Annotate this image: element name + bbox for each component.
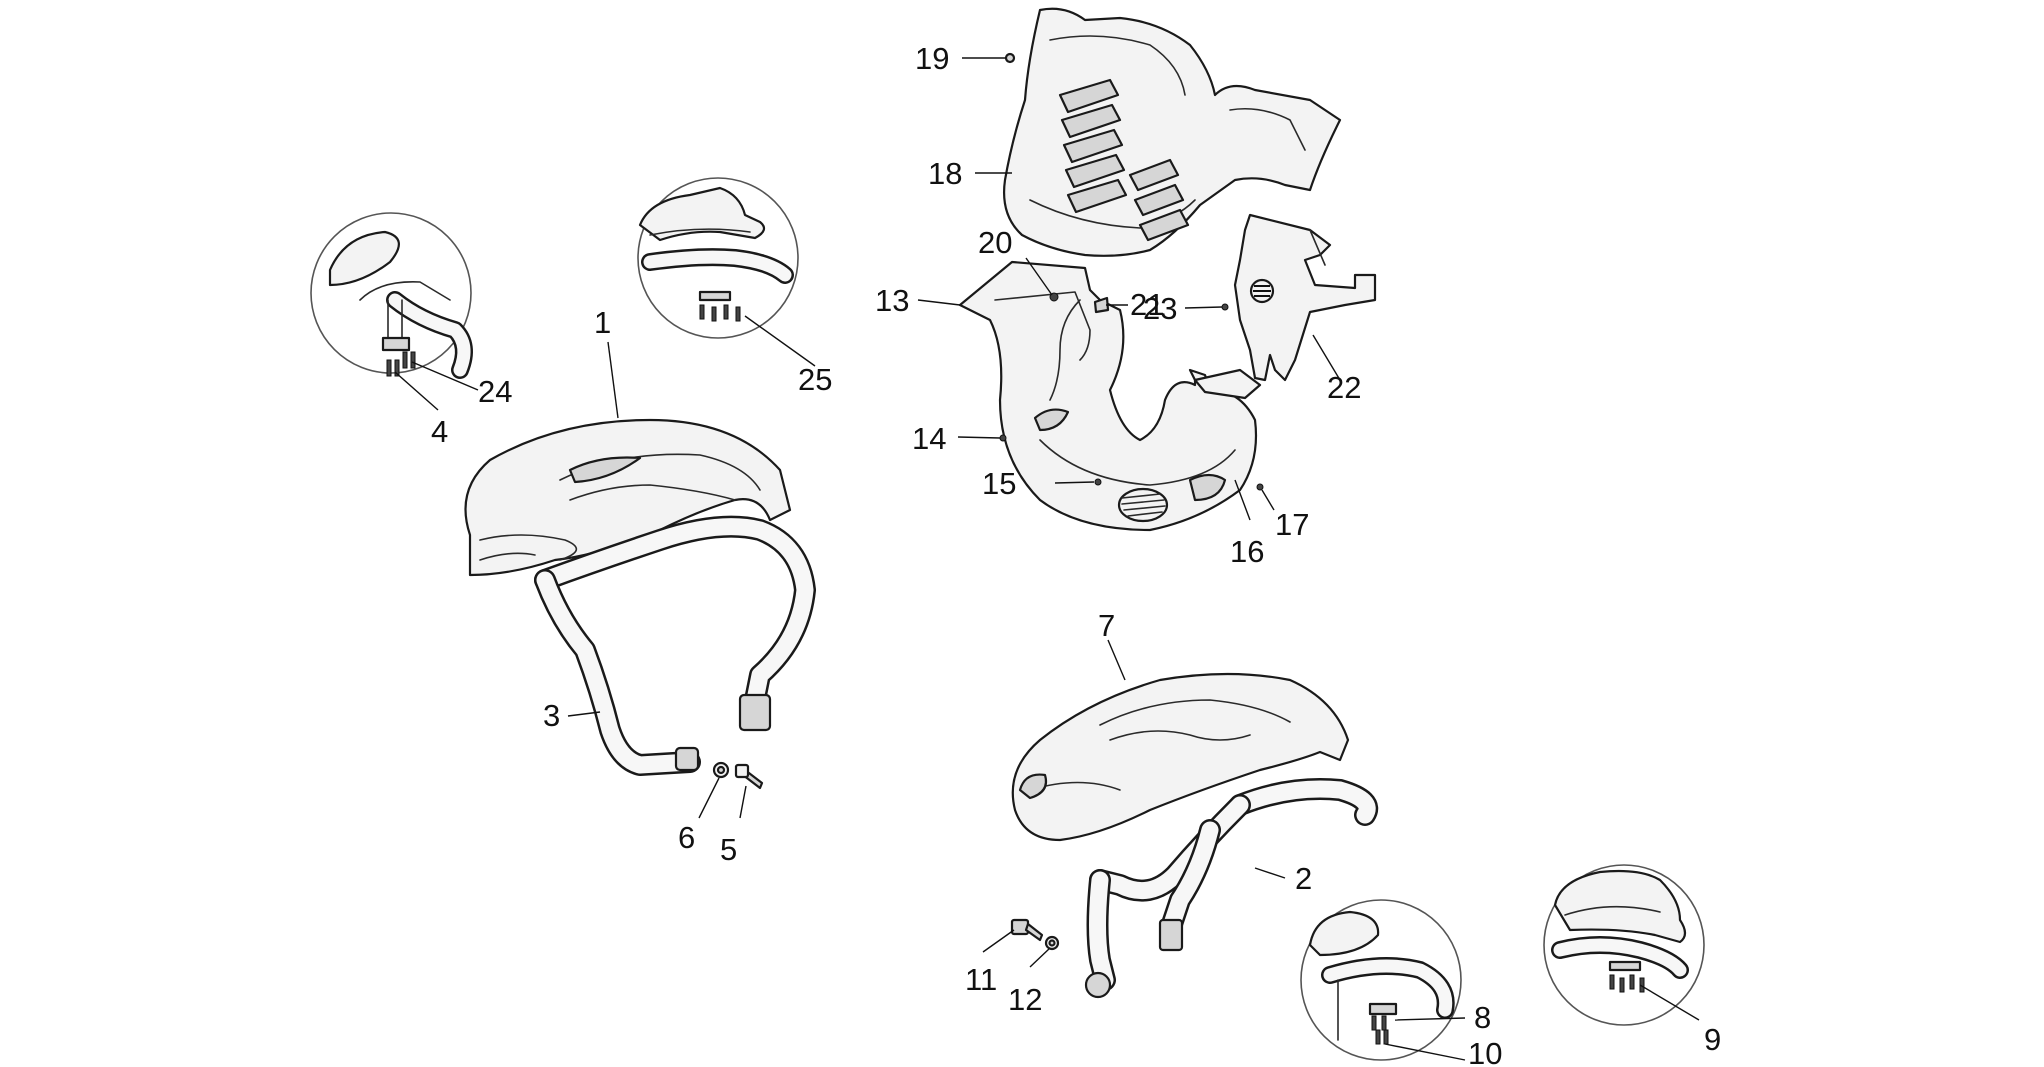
front-frame-tube — [534, 515, 816, 776]
callout-15: 15 — [982, 466, 1016, 501]
callout-5: 5 — [720, 832, 737, 867]
callout-21: 21 — [1130, 287, 1164, 322]
bracket-vent — [1249, 278, 1275, 304]
callout-23: 23 — [1143, 291, 1177, 326]
callout-2: 2 — [1295, 861, 1312, 896]
callout-19: 19 — [915, 41, 949, 76]
screw-23 — [1221, 303, 1229, 311]
bolt-11 — [1010, 918, 1044, 942]
detail-lens-front-mount — [310, 212, 473, 379]
detail-lens-rear-bracket-mount — [1543, 864, 1705, 1026]
detail-lens-rear-mount — [637, 177, 799, 339]
screw-set-25 — [699, 304, 741, 322]
detail-lens-rear-frame-mount — [1300, 899, 1462, 1061]
speaker-grille — [1117, 487, 1169, 523]
callout-3: 3 — [543, 698, 560, 733]
callout-4: 4 — [431, 414, 448, 449]
callout-20: 20 — [978, 225, 1012, 260]
washer-6 — [712, 761, 730, 779]
callout-24: 24 — [478, 374, 512, 409]
callout-1: 1 — [594, 305, 611, 340]
callout-25: 25 — [798, 362, 832, 397]
mounting-bracket — [1233, 213, 1377, 382]
callout-17: 17 — [1275, 507, 1309, 542]
screw-set-8-10 — [1371, 1015, 1389, 1045]
callout-7: 7 — [1098, 608, 1115, 643]
screw-15 — [1094, 478, 1102, 486]
callout-6: 6 — [678, 820, 695, 855]
front-mudguard — [464, 418, 792, 577]
callout-labels: 1 2 3 4 5 6 7 8 9 10 11 12 13 14 15 16 1… — [431, 41, 1721, 1067]
callout-13: 13 — [875, 283, 909, 318]
callout-8: 8 — [1474, 1000, 1491, 1035]
screw-14 — [999, 434, 1007, 442]
screw-17 — [1256, 483, 1264, 491]
callout-14: 14 — [912, 421, 946, 456]
screw-set-24 — [386, 351, 416, 377]
callout-18: 18 — [928, 156, 962, 191]
callout-16: 16 — [1230, 534, 1264, 569]
lower-handlebar-cover — [958, 260, 1262, 532]
washer-12 — [1044, 935, 1060, 951]
leader-lines — [394, 57, 1700, 1061]
bolt-5 — [734, 763, 764, 790]
callout-22: 22 — [1327, 370, 1361, 405]
rear-mudguard — [1011, 672, 1350, 842]
clip-21 — [1093, 296, 1110, 314]
handlebar-cover — [1003, 7, 1342, 257]
callout-10: 10 — [1468, 1036, 1502, 1067]
callout-11: 11 — [965, 962, 997, 997]
callout-9: 9 — [1704, 1022, 1721, 1057]
callout-12: 12 — [1008, 982, 1042, 1017]
rear-frame-tube — [1084, 778, 1379, 999]
